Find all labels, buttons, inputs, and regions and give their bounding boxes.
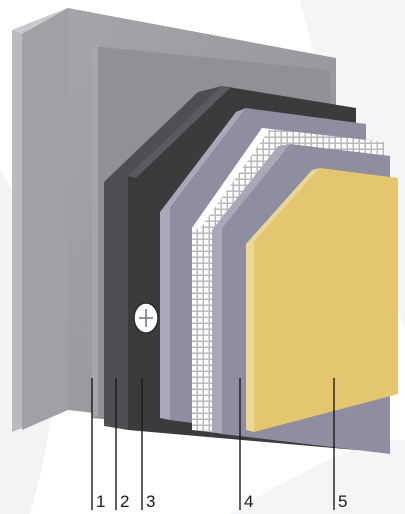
dowel-anchor-icon [134, 303, 158, 333]
callout-number-4: 4 [244, 492, 253, 511]
callout-number-5: 5 [338, 492, 347, 511]
callout-number-1: 1 [96, 492, 105, 511]
callout-number-3: 3 [146, 492, 155, 511]
callout-number-2: 2 [120, 492, 129, 511]
